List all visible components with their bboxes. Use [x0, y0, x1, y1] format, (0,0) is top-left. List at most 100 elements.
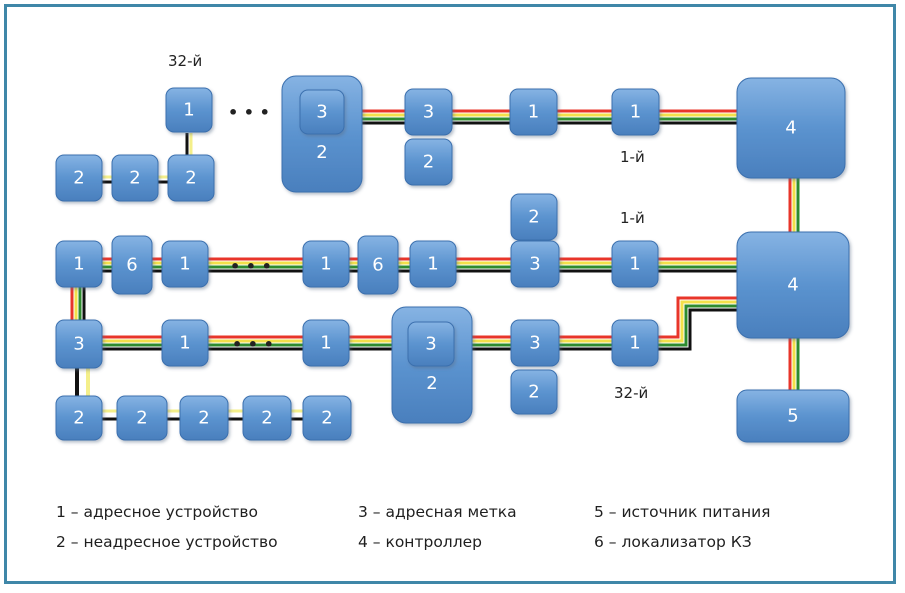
- non-addr-device-top-c-box: [167, 154, 215, 202]
- non-addr-device-bottom-4: 2: [242, 395, 292, 441]
- addr-device-low-left-label: 1: [179, 333, 190, 354]
- non-addr-device-bottom-3-box: [179, 395, 229, 441]
- addr-device-top-32-box: [165, 87, 213, 133]
- non-addr-device-bottom-5-box: [302, 395, 352, 441]
- addr-tag-left-label: 3: [73, 334, 84, 355]
- addr-device-top-1: 1: [611, 88, 660, 136]
- ellipsis-top: • • •: [228, 103, 270, 122]
- addr-tag-top-inner-label: 3: [316, 102, 327, 123]
- addr-device-top-1-label: 1: [630, 102, 641, 123]
- addr-device-mid-b-box: [409, 240, 457, 288]
- non-addr-device-low-under: 2: [510, 369, 558, 415]
- addr-device-low-a: 1: [302, 319, 350, 367]
- short-localizer-mid: 6: [357, 235, 399, 295]
- non-addr-device-top-under-label: 2: [423, 152, 434, 173]
- addr-tag-low-label: 3: [529, 333, 540, 354]
- addr-device-mid-1-box: [611, 240, 659, 288]
- non-addr-device-top-b-box: [111, 154, 159, 202]
- non-addr-device-top-under: 2: [404, 138, 453, 186]
- addr-tag-top-inner: 3: [299, 89, 345, 135]
- legend: 1 – адресное устройство 2 – неадресное у…: [56, 503, 771, 551]
- non-addr-device-bottom-1-box: [55, 395, 103, 441]
- wire-bottom-left: [75, 368, 90, 398]
- legend-item-5: 5 – источник питания: [594, 503, 771, 521]
- non-addr-device-bottom-5: 2: [302, 395, 352, 441]
- addr-tag-low-inner: 3: [407, 321, 455, 367]
- short-localizer-mid-label: 6: [372, 255, 383, 276]
- non-addr-device-top-c-label: 2: [185, 168, 196, 189]
- addr-tag-mid-label: 3: [529, 254, 540, 275]
- addr-device-top-32-label: 1: [183, 100, 194, 121]
- non-addr-device-bottom-5-label: 2: [321, 408, 332, 429]
- addr-device-mid-left-2-box: [161, 240, 209, 288]
- addr-device-mid-a: 1: [302, 240, 350, 288]
- non-addr-device-mid-above-label: 2: [528, 207, 539, 228]
- legend-item-3: 3 – адресная метка: [358, 503, 517, 521]
- addr-tag-top-box: [404, 88, 453, 136]
- legend-item-2: 2 – неадресное устройство: [56, 533, 278, 551]
- addr-device-mid-left-2: 1: [161, 240, 209, 288]
- non-addr-device-top-a-box: [55, 154, 103, 202]
- addr-device-mid-a-label: 1: [320, 254, 331, 275]
- non-addr-device-top-b-label: 2: [129, 168, 140, 189]
- ellipsis-lower: • • •: [232, 335, 274, 354]
- addr-device-low-32-label: 1: [629, 333, 640, 354]
- addr-tag-left: 3: [55, 319, 103, 369]
- wire-bundle-middle-lower: [80, 296, 745, 351]
- short-localizer-mid-left: 6: [111, 235, 153, 295]
- addr-device-mid-b: 1: [409, 240, 457, 288]
- addr-device-mid-left-label: 1: [73, 254, 84, 275]
- caption-middle-1: 1-й: [620, 209, 645, 227]
- non-addr-device-top-a: 2: [55, 154, 103, 202]
- caption-top-1: 1-й: [620, 148, 645, 166]
- controller-middle: 4: [736, 231, 850, 339]
- non-addr-device-top-under-box: [404, 138, 453, 186]
- non-addr-device-top-big-label: 2: [316, 142, 327, 163]
- caption-top-32: 32-й: [168, 52, 202, 70]
- addr-tag-low-box: [510, 319, 560, 367]
- controller-top-label: 4: [785, 118, 796, 139]
- addr-device-low-a-label: 1: [320, 333, 331, 354]
- power-supply-label: 5: [787, 406, 798, 427]
- addr-device-top-2-label: 1: [528, 102, 539, 123]
- addr-tag-top-inner-box: [299, 89, 345, 135]
- addr-device-mid-b-label: 1: [427, 254, 438, 275]
- non-addr-device-top-c: 2: [167, 154, 215, 202]
- addr-tag-mid: 3: [510, 240, 560, 288]
- non-addr-device-bottom-1: 2: [55, 395, 103, 441]
- controller-top-box: [736, 77, 846, 179]
- non-addr-device-low-under-label: 2: [528, 382, 539, 403]
- non-addr-device-bottom-3: 2: [179, 395, 229, 441]
- short-localizer-mid-left-label: 6: [126, 255, 137, 276]
- legend-item-1: 1 – адресное устройство: [56, 503, 258, 521]
- addr-device-mid-left-box: [55, 240, 103, 288]
- addr-device-mid-left: 1: [55, 240, 103, 288]
- non-addr-device-mid-above-box: [510, 193, 558, 241]
- addr-tag-top-label: 3: [423, 102, 434, 123]
- non-addr-device-low-under-box: [510, 369, 558, 415]
- addr-device-low-left: 1: [161, 319, 209, 367]
- legend-item-6: 6 – локализатор КЗ: [594, 533, 752, 551]
- non-addr-device-bottom-3-label: 2: [198, 408, 209, 429]
- non-addr-device-top-a-label: 2: [73, 168, 84, 189]
- power-supply: 5: [736, 389, 850, 443]
- addr-device-low-a-box: [302, 319, 350, 367]
- addr-device-top-32: 1: [165, 87, 213, 133]
- short-localizer-mid-box: [357, 235, 399, 295]
- non-addr-device-bottom-2-box: [116, 395, 168, 441]
- addr-device-top-1-box: [611, 88, 660, 136]
- power-supply-box: [736, 389, 850, 443]
- addr-device-mid-1-label: 1: [629, 254, 640, 275]
- non-addr-device-bottom-2-label: 2: [136, 408, 147, 429]
- non-addr-device-bottom-4-label: 2: [261, 408, 272, 429]
- addr-device-top-2: 1: [509, 88, 558, 136]
- wire-power-link: [788, 330, 800, 395]
- ellipsis-middle: • • •: [230, 257, 272, 276]
- diagram-frame: [4, 4, 896, 584]
- addr-device-low-32-box: [611, 319, 659, 367]
- addr-tag-low: 3: [510, 319, 560, 367]
- legend-item-4: 4 – контроллер: [358, 533, 482, 551]
- addr-device-low-32: 1: [611, 319, 659, 367]
- addr-device-top-2-box: [509, 88, 558, 136]
